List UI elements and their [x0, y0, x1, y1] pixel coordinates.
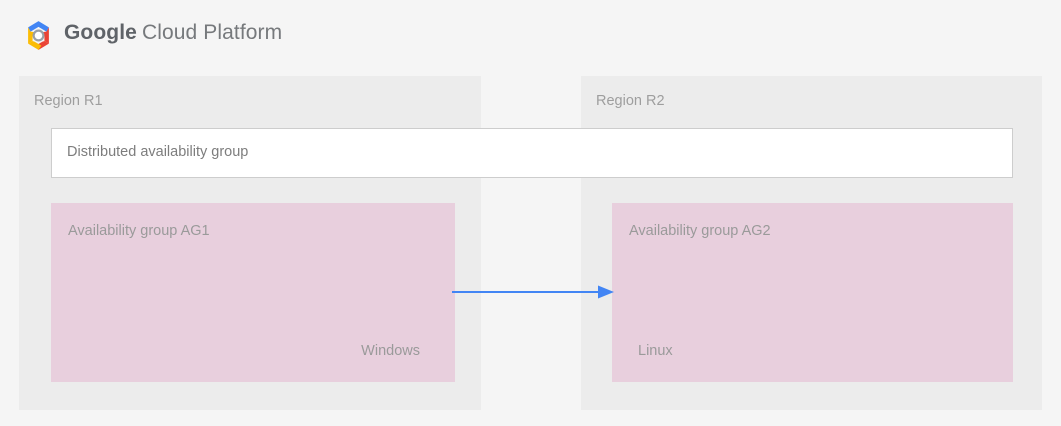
brand-cloud-platform: Cloud Platform: [141, 21, 283, 44]
region-label-r2: Region R2: [596, 93, 665, 109]
availability-group-title-ag2: Availability group AG2: [629, 223, 771, 239]
brand-google: Google: [64, 21, 137, 44]
right-arrow-icon: [452, 282, 615, 302]
os-label-linux: Linux: [638, 343, 673, 359]
distributed-availability-group-box: Distributed availability group: [51, 128, 1013, 178]
region-label-r1: Region R1: [34, 93, 103, 109]
availability-group-box-ag2: Availability group AG2 Linux: [612, 203, 1013, 382]
availability-group-box-ag1: Availability group AG1 Windows: [51, 203, 455, 382]
distributed-availability-group-label: Distributed availability group: [67, 144, 249, 160]
google-cloud-platform-logo-icon: [22, 19, 55, 52]
os-label-windows: Windows: [361, 343, 420, 359]
availability-group-title-ag1: Availability group AG1: [68, 223, 210, 239]
